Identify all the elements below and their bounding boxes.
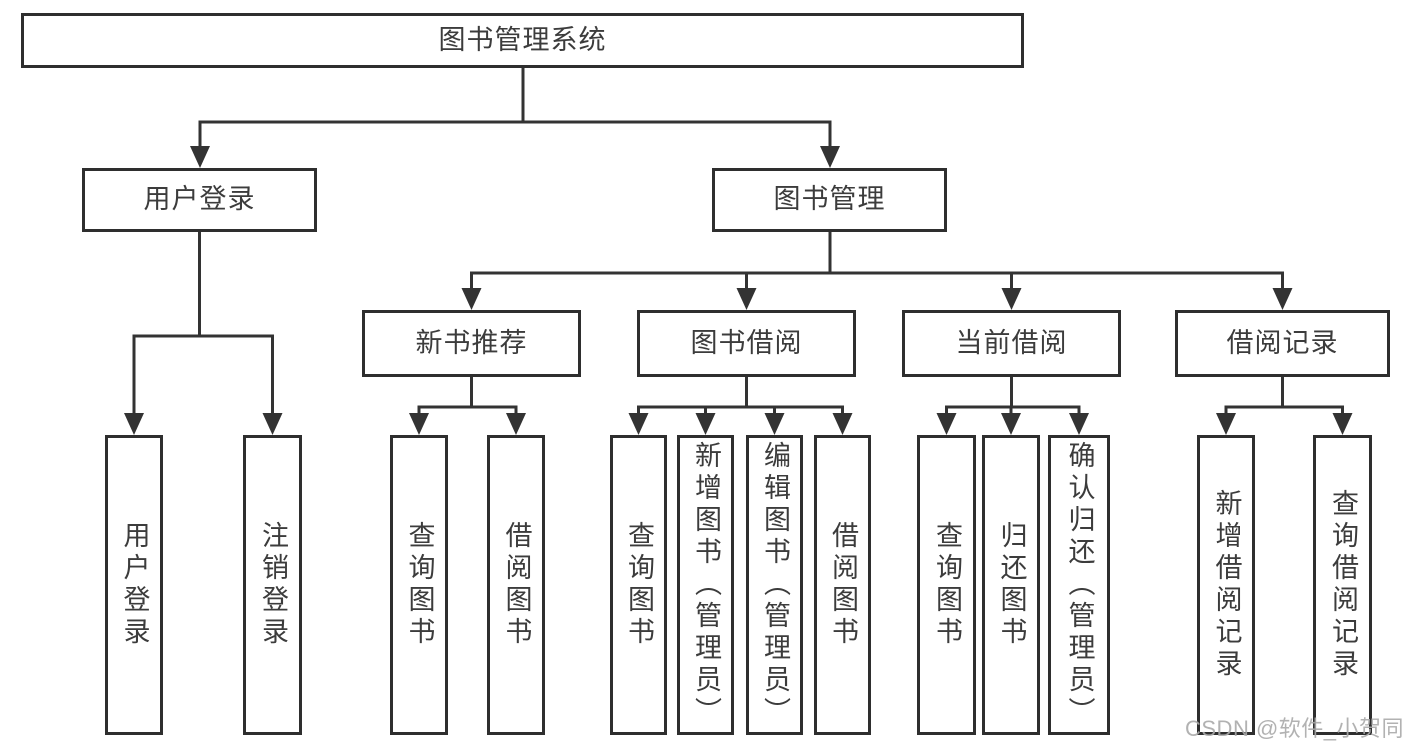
csdn-watermark: CSDN @软件_小贺同学	[1185, 716, 1405, 741]
arrow-leaf-br-query	[1332, 413, 1353, 435]
arrow-leaf-bb-add	[695, 413, 716, 435]
leaf-bookborrow-add-book-label: 新增图书（管理员）	[691, 441, 721, 729]
node-book-management-label: 图书管理	[773, 184, 886, 215]
leaf-newbook-query-book: 查询图书	[390, 435, 448, 735]
leaf-bookborrow-edit-book-label: 编辑图书（管理员）	[760, 441, 790, 729]
connector-root-to-level2	[198, 66, 832, 148]
leaf-bookborrow-borrow-book-label: 借阅图书	[828, 521, 858, 649]
leaf-logout: 注销登录	[243, 435, 302, 735]
arrowheads	[124, 146, 1353, 435]
leaf-borrowrecord-add-record: 新增借阅记录	[1197, 435, 1255, 735]
leaf-newbook-borrow-book: 借阅图书	[487, 435, 545, 735]
leaf-borrowrecord-add-record-label: 新增借阅记录	[1211, 489, 1242, 681]
leaf-currentborrow-return-book: 归还图书	[982, 435, 1040, 735]
leaf-bookborrow-query-book: 查询图书	[610, 435, 667, 735]
leaf-newbook-query-book-label: 查询图书	[404, 521, 435, 649]
arrow-leaf-cb-return	[1001, 413, 1021, 435]
leaf-newbook-borrow-book-label: 借阅图书	[501, 521, 532, 649]
arrow-new-book-recommend	[461, 288, 482, 310]
node-book-management: 图书管理	[712, 168, 947, 232]
node-book-borrow-label: 图书借阅	[690, 327, 803, 358]
connector-bookmgmt-to-level3	[470, 231, 1284, 290]
leaf-bookborrow-add-book: 新增图书（管理员）	[677, 435, 734, 735]
connector-borrowrecord-to-leaves	[1224, 375, 1344, 414]
arrow-current-borrow	[1001, 288, 1022, 310]
node-current-borrow: 当前借阅	[902, 310, 1121, 377]
node-current-borrow-label: 当前借阅	[955, 327, 1068, 358]
leaf-logout-label: 注销登录	[258, 521, 288, 649]
leaf-bookborrow-query-book-label: 查询图书	[624, 521, 654, 649]
connector-currentborrow-to-leaves	[945, 375, 1081, 414]
arrow-leaf-nb-query	[409, 413, 429, 435]
node-new-book-recommend-label: 新书推荐	[415, 327, 528, 358]
leaf-borrowrecord-query-record: 查询借阅记录	[1313, 435, 1372, 735]
arrow-leaf-br-add	[1216, 413, 1236, 435]
leaf-borrowrecord-query-record-label: 查询借阅记录	[1328, 489, 1358, 681]
leaf-currentborrow-return-book-label: 归还图书	[996, 521, 1027, 649]
arrow-book-management	[820, 146, 840, 168]
node-root-label: 图书管理系统	[438, 24, 607, 55]
connector-bookborrow-to-leaves	[637, 375, 844, 414]
leaf-currentborrow-confirm-return: 确认归还（管理员）	[1048, 435, 1110, 735]
node-borrow-record-label: 借阅记录	[1226, 327, 1339, 358]
leaf-user-login-label: 用户登录	[119, 521, 150, 649]
node-user-login: 用户登录	[82, 168, 317, 232]
leaf-bookborrow-edit-book: 编辑图书（管理员）	[746, 435, 803, 735]
arrow-leaf-logout	[262, 413, 283, 435]
leaf-currentborrow-query-book: 查询图书	[917, 435, 976, 735]
arrow-leaf-bb-borrow	[832, 413, 853, 435]
connector-paths	[132, 66, 1344, 414]
node-new-book-recommend: 新书推荐	[362, 310, 581, 377]
arrow-leaf-nb-borrow	[506, 413, 526, 435]
arrow-book-borrow	[736, 288, 757, 310]
arrow-leaf-bb-edit	[764, 413, 785, 435]
node-root: 图书管理系统	[21, 13, 1024, 68]
node-borrow-record: 借阅记录	[1175, 310, 1390, 377]
leaf-user-login: 用户登录	[105, 435, 163, 735]
arrow-leaf-bb-query	[628, 413, 649, 435]
arrow-user-login	[190, 146, 210, 168]
arrow-leaf-user-login	[124, 413, 144, 435]
arrow-leaf-cb-query	[936, 413, 957, 435]
arrow-borrow-record	[1272, 288, 1293, 310]
connector-userlogin-to-leaves	[132, 230, 274, 414]
node-user-login-label: 用户登录	[143, 184, 256, 215]
connector-newbook-to-leaves	[417, 375, 518, 414]
leaf-currentborrow-query-book-label: 查询图书	[932, 521, 962, 649]
leaf-bookborrow-borrow-book: 借阅图书	[814, 435, 871, 735]
arrow-leaf-cb-confirm	[1069, 413, 1089, 435]
leaf-currentborrow-confirm-return-label: 确认归还（管理员）	[1064, 441, 1095, 729]
node-book-borrow: 图书借阅	[637, 310, 856, 377]
